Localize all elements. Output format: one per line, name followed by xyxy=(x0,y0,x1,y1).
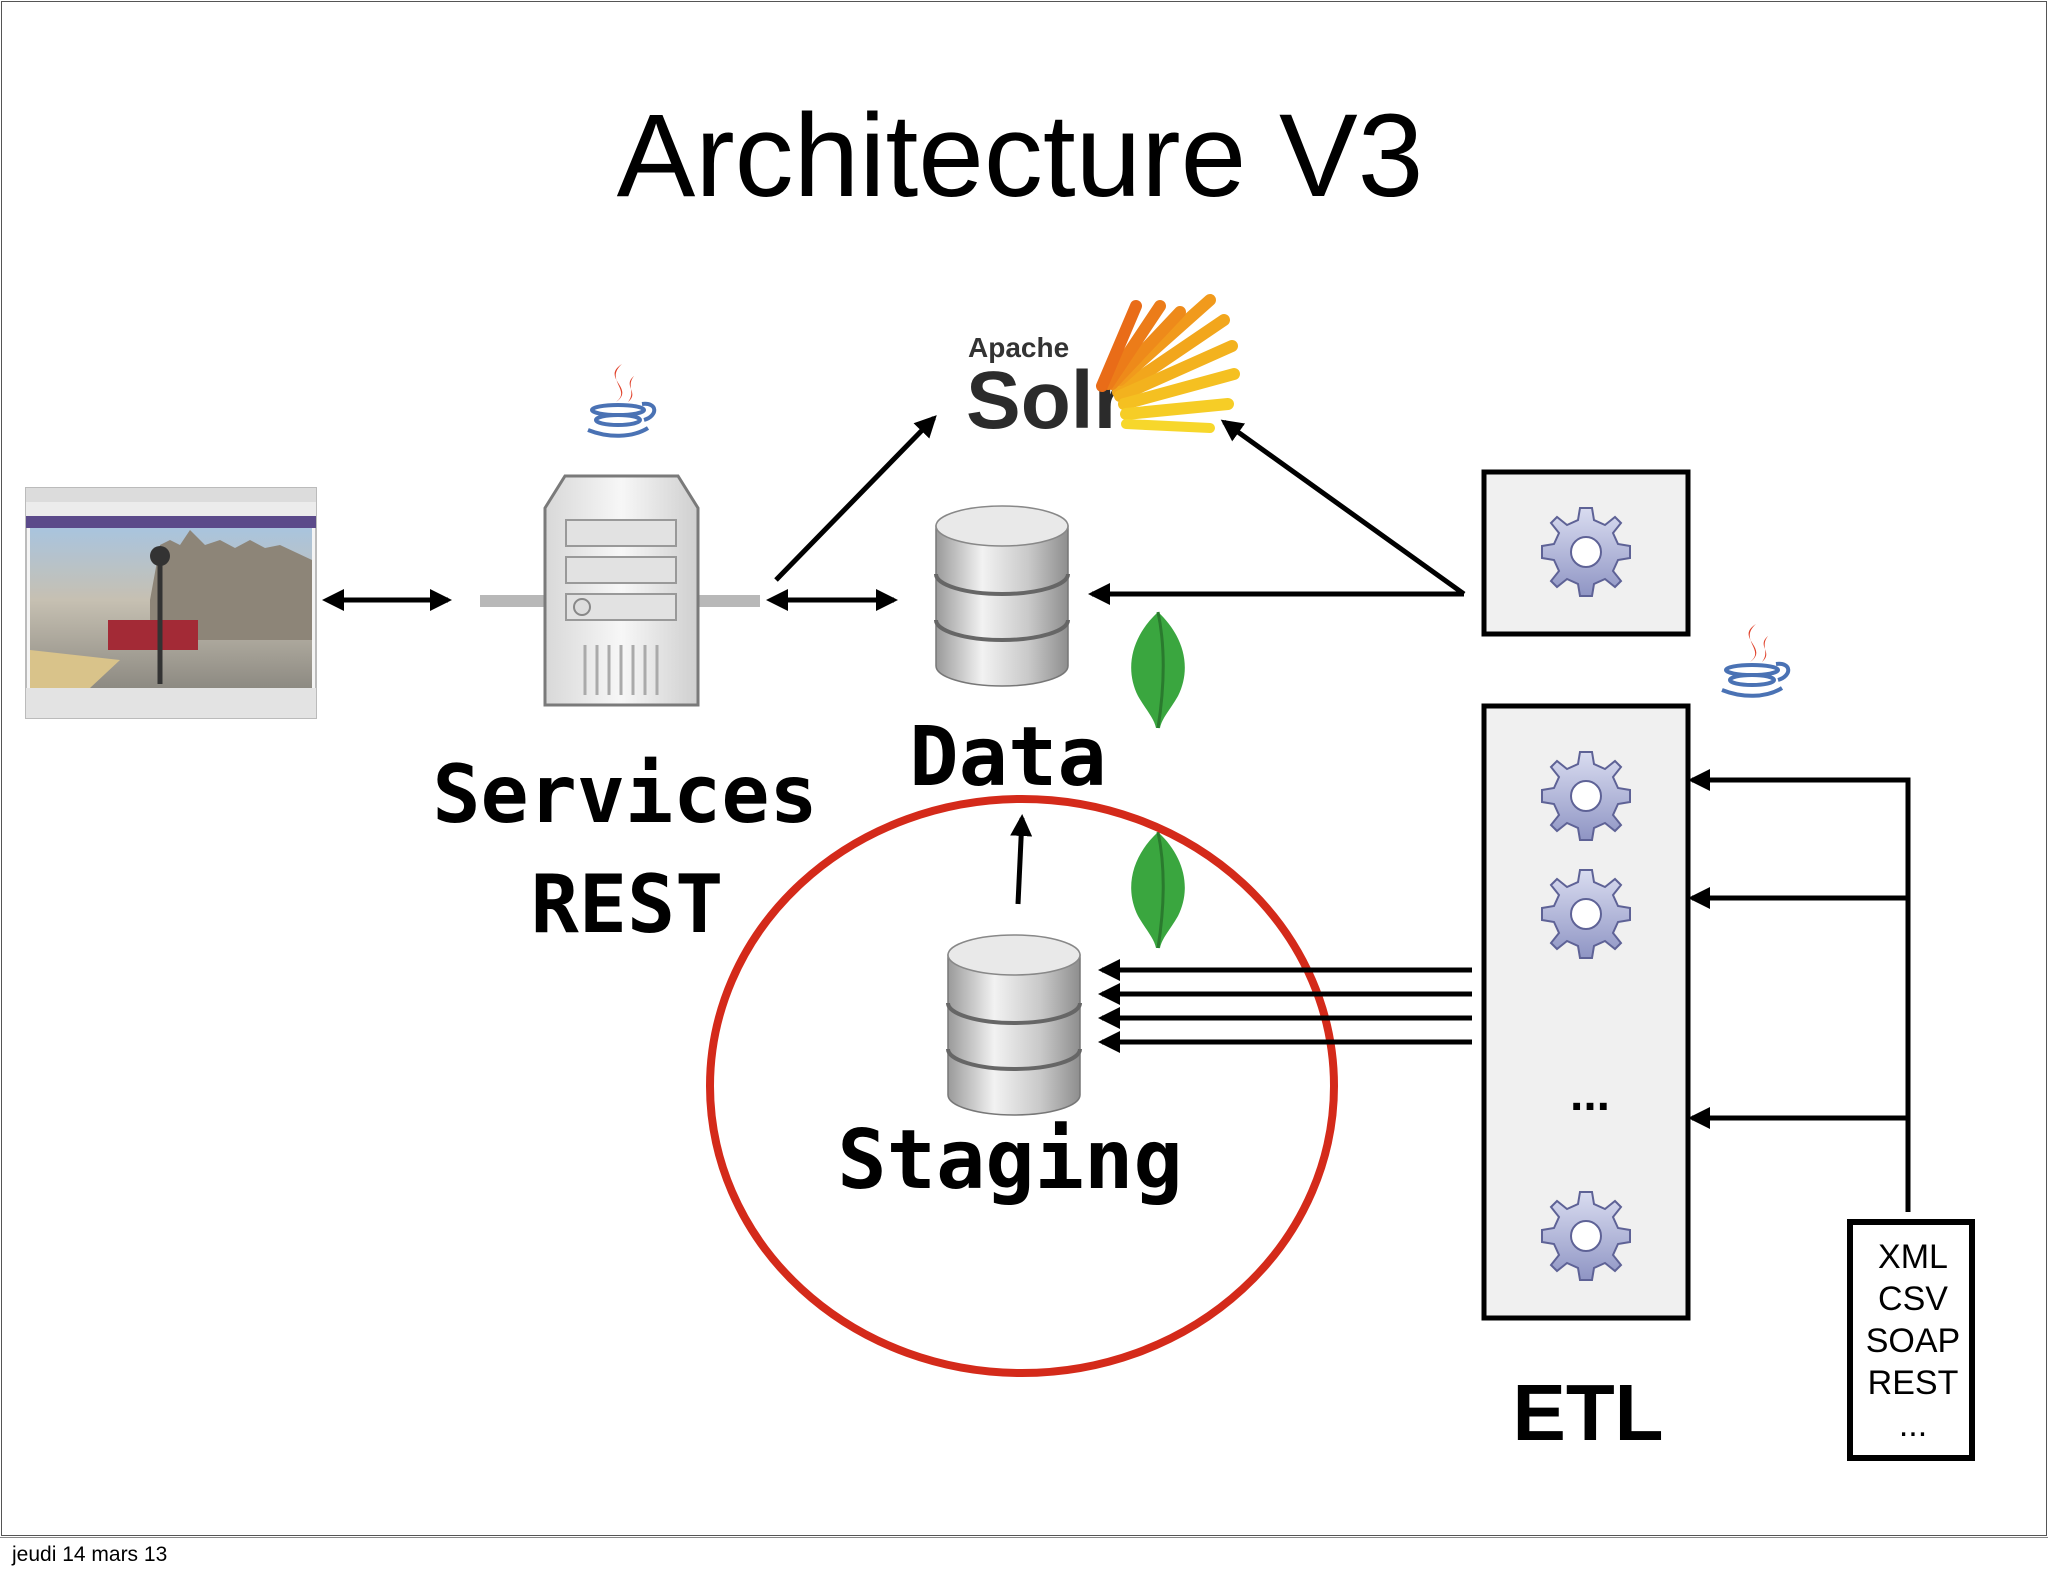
solr-logo: Apache Solr xyxy=(966,294,1240,446)
format-xml: XML xyxy=(1878,1238,1948,1276)
etl-label: ETL xyxy=(1512,1368,1663,1457)
highlight-circle xyxy=(706,795,1338,1377)
format-rest: REST xyxy=(1868,1364,1959,1402)
gear-icon xyxy=(1541,507,1631,597)
solr-prefix: Apache xyxy=(968,332,1069,363)
connector-arrows xyxy=(322,415,1911,1212)
format-soap: SOAP xyxy=(1866,1322,1960,1360)
services-label: Services xyxy=(432,748,817,841)
staging-database-icon xyxy=(946,933,1082,1117)
format-ellipsis: ... xyxy=(1899,1406,1927,1444)
gear-icon xyxy=(1541,1191,1631,1281)
data-label: Data xyxy=(909,710,1106,805)
mongodb-leaf-icon xyxy=(1129,830,1187,950)
data-database-icon xyxy=(934,504,1070,688)
footer-date: jeudi 14 mars 13 xyxy=(12,1543,168,1566)
mongodb-leaf-icon xyxy=(1129,610,1187,730)
format-csv: CSV xyxy=(1878,1280,1948,1318)
java-icon xyxy=(1720,622,1791,698)
browser-screenshot-icon xyxy=(25,487,317,719)
slide xyxy=(1,1,2047,1536)
staging-label: Staging xyxy=(837,1113,1183,1208)
formats-box xyxy=(1847,1219,1975,1461)
rest-label: REST xyxy=(531,858,724,951)
gear-icon xyxy=(1541,869,1631,959)
footer-bar xyxy=(0,1537,2048,1577)
page-title: Architecture V3 xyxy=(617,90,1424,222)
gear-icon xyxy=(1541,751,1631,841)
server-icon xyxy=(480,474,760,707)
etl-ellipsis: ... xyxy=(1570,1068,1610,1121)
java-icon xyxy=(586,362,657,438)
solr-name: Solr xyxy=(966,355,1125,446)
